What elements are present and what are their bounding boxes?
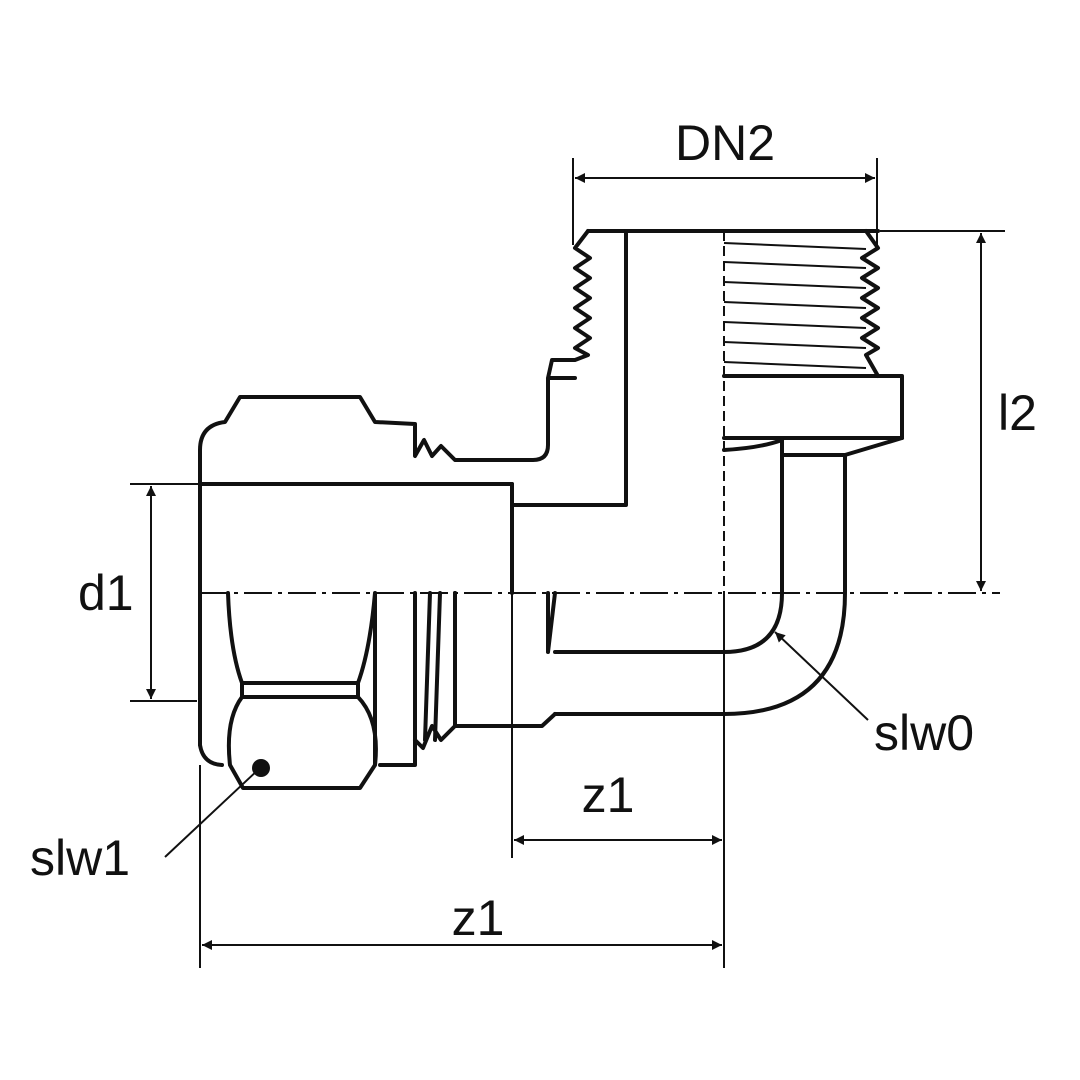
pipe-inner-wall (553, 438, 784, 654)
body-inner-outline (198, 229, 628, 507)
slw0-label: slw0 (874, 705, 974, 761)
slw1-point (252, 759, 270, 777)
dn2-label: DN2 (675, 115, 775, 171)
right-thread-profile (860, 229, 880, 378)
z1-long-label: z1 (452, 890, 505, 946)
dimension-l2: l2 (880, 230, 1037, 591)
dimension-z1-long: z1 (199, 765, 722, 968)
dimension-dn2: DN2 (572, 115, 878, 245)
flange-lower (722, 436, 904, 457)
l2-label: l2 (998, 385, 1037, 441)
internal-thread-lines (723, 242, 867, 369)
pipe-end (453, 591, 557, 728)
d1-label: d1 (78, 565, 134, 621)
flange (722, 374, 904, 440)
pipe-outer-wall (553, 453, 847, 716)
slw1-label: slw1 (30, 830, 130, 886)
fitting-body (198, 229, 904, 790)
insert-threads (378, 591, 457, 767)
dimension-z1-short: z1 (511, 593, 725, 968)
dimension-d1: d1 (78, 483, 200, 702)
z1-short-label: z1 (582, 767, 635, 823)
body-left-outline (198, 229, 592, 767)
nut-hex (226, 591, 378, 790)
callout-slw0: slw0 (774, 631, 974, 761)
callout-slw1: slw1 (30, 759, 270, 886)
